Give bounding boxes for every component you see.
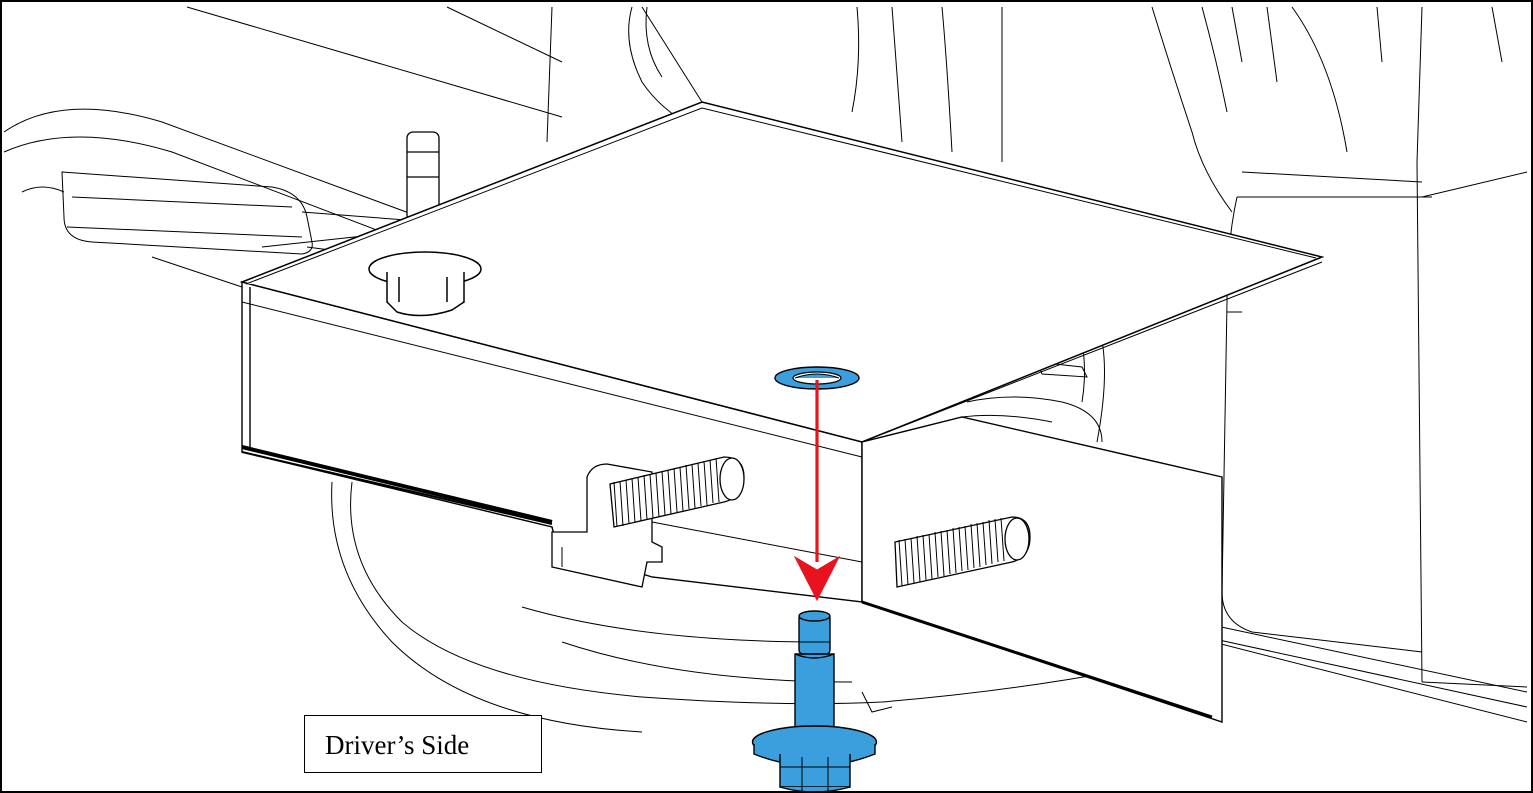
- driver-side-label: Driver’s Side: [304, 715, 542, 773]
- hex-nut-top: [368, 251, 482, 317]
- threaded-stud-left: [609, 456, 745, 528]
- driver-side-label-text: Driver’s Side: [325, 730, 470, 760]
- bracket-side-flange: [651, 416, 1223, 723]
- flange-bolt-icon: [751, 610, 878, 791]
- red-down-arrow-icon: [793, 380, 841, 602]
- bracket-top-plate: [239, 101, 1325, 443]
- threaded-stud-right: [894, 516, 1031, 588]
